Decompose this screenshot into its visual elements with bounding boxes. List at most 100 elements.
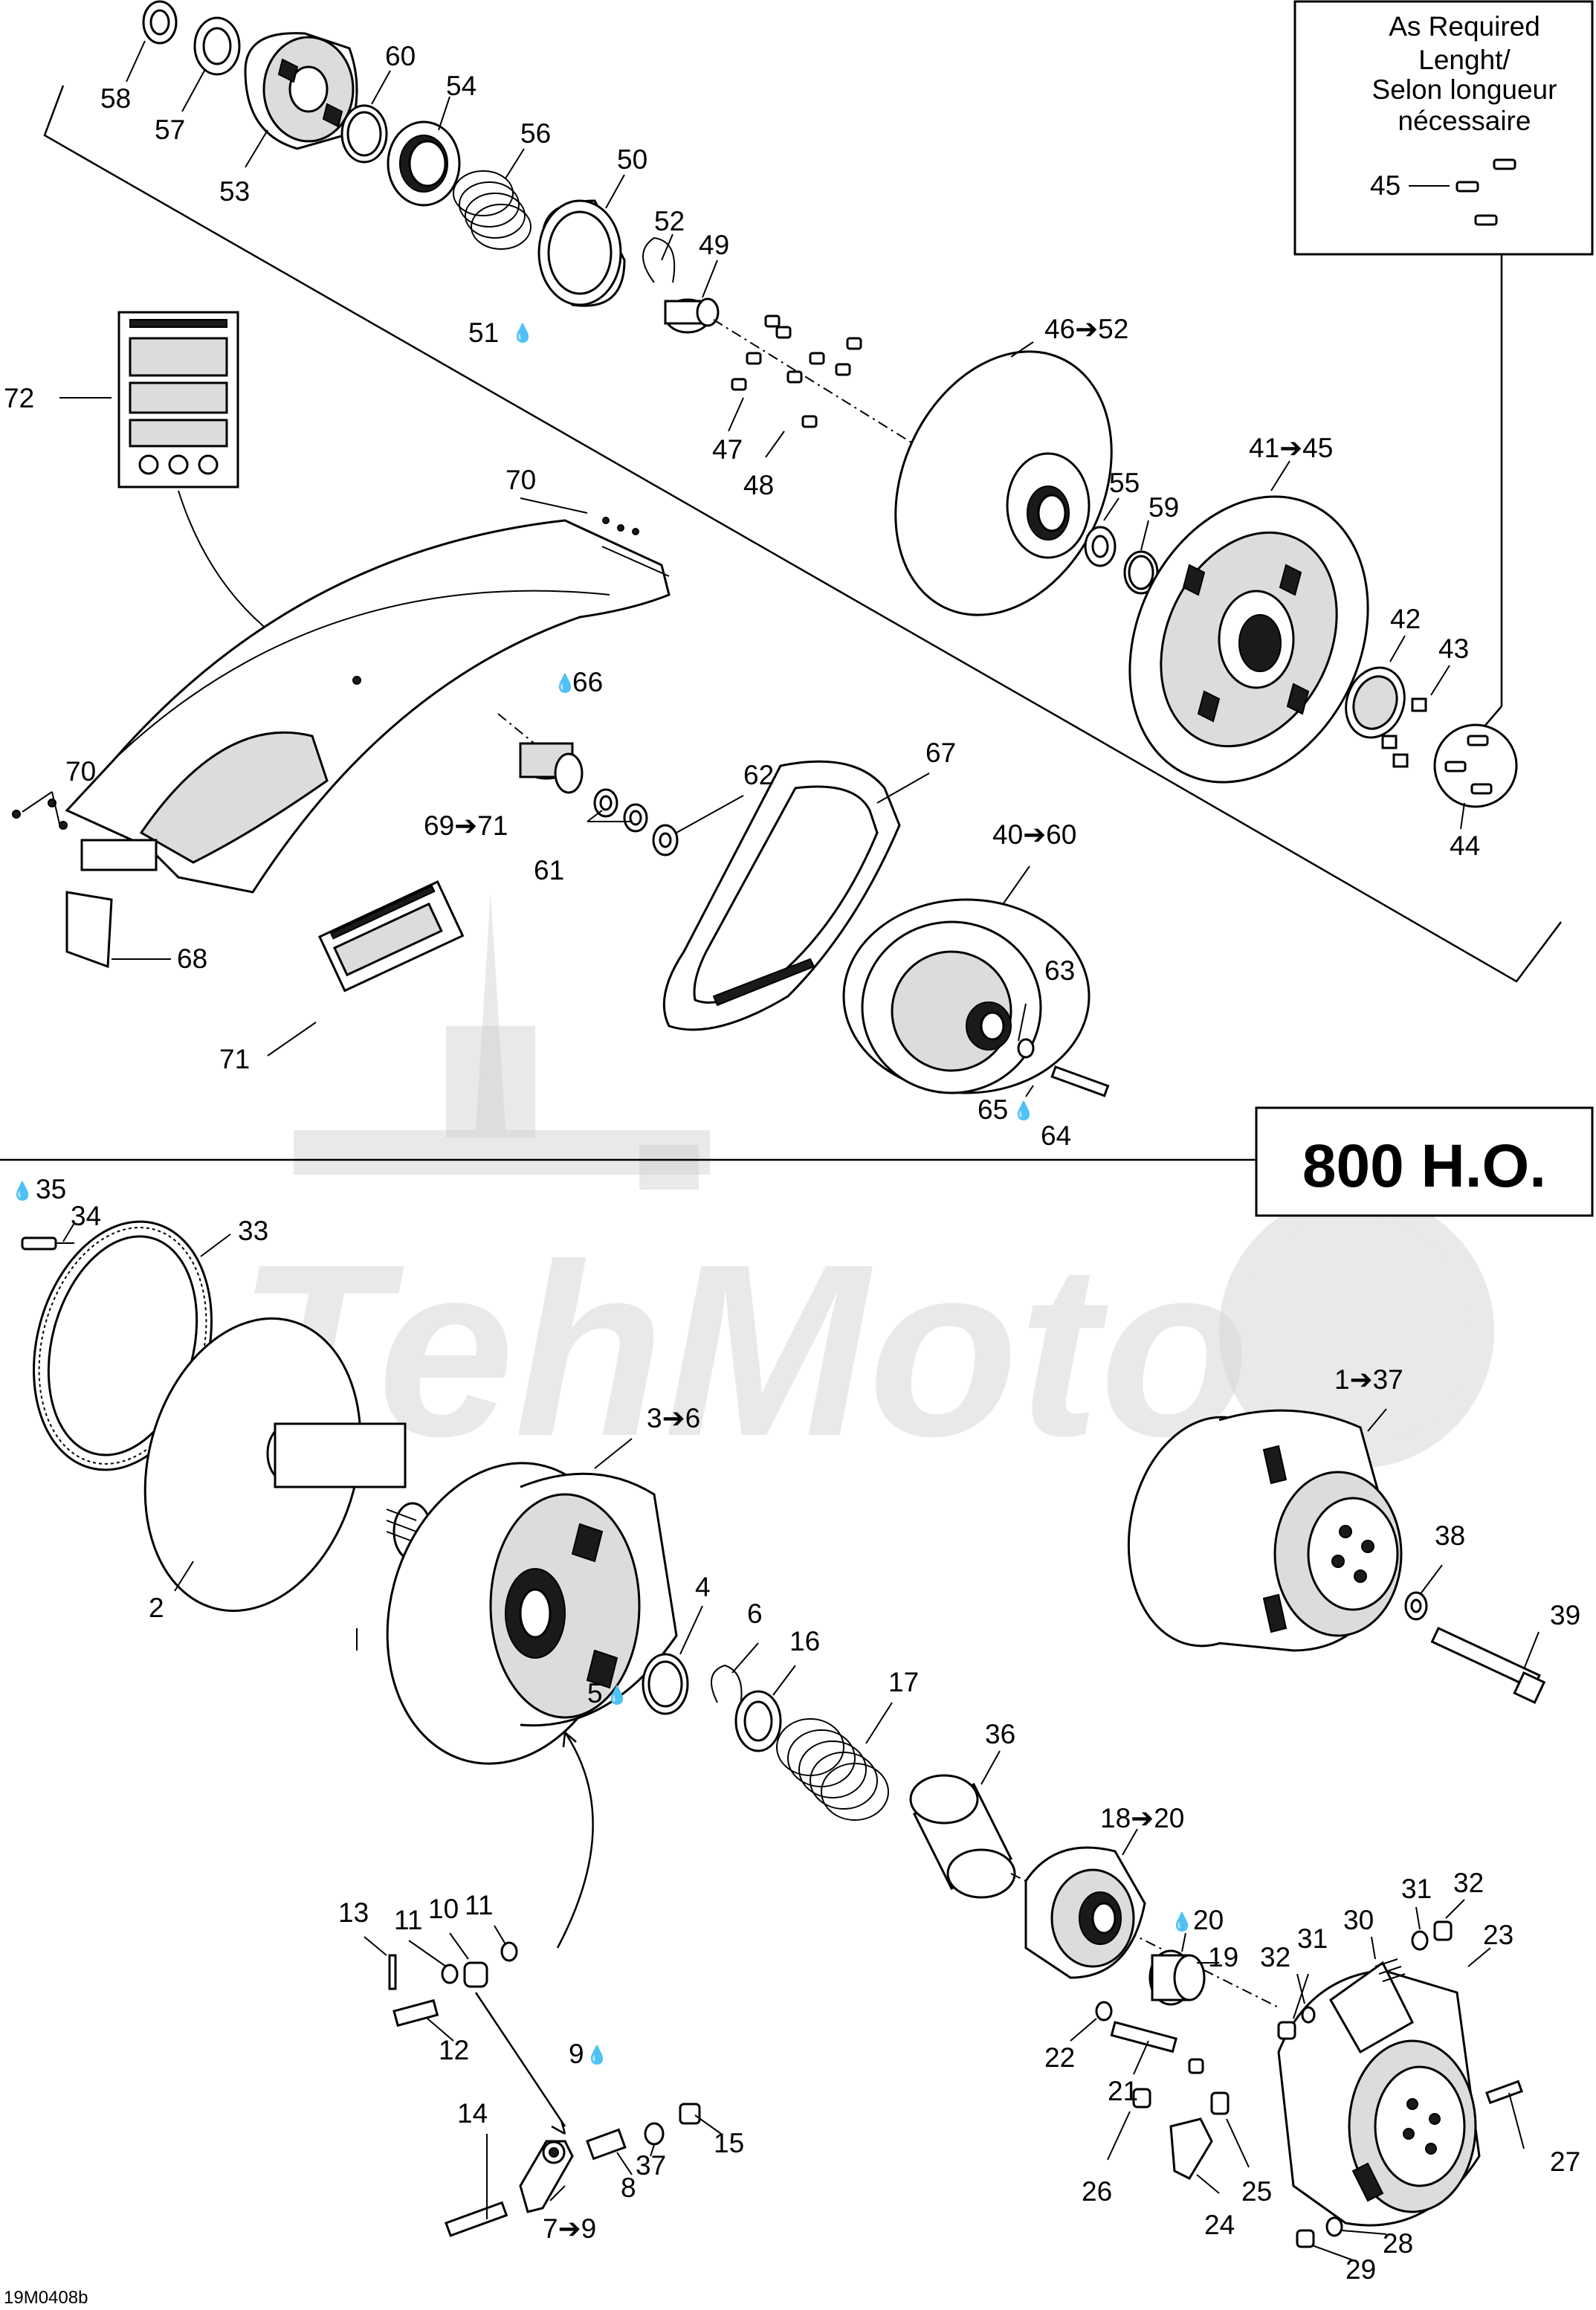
callout-18-20: 18➔20 <box>1100 1803 1184 1833</box>
bolt-14 <box>445 2201 508 2237</box>
callout-14: 14 <box>457 2098 488 2129</box>
callout-16: 16 <box>789 1626 820 1656</box>
callout-61: 61 <box>534 855 564 885</box>
leader-lines <box>22 40 1540 2261</box>
spring-30 <box>1374 1958 1406 1982</box>
callout-20: 20 <box>1193 1905 1224 1935</box>
callout-11-a: 11 <box>394 1905 422 1935</box>
screw-icons-45 <box>1456 158 1516 226</box>
movable-sheave-41 <box>1128 495 1369 784</box>
callout-69-71: 69➔71 <box>424 810 508 841</box>
sleeve-50 <box>537 199 626 307</box>
lower-drive-pulley-parts <box>21 1220 1546 2248</box>
callout-36: 36 <box>985 1719 1015 1749</box>
oil-drop-icon-5: 💧 <box>606 1685 628 1706</box>
washer-22 <box>1095 2001 1113 2022</box>
circlip-52 <box>642 236 676 283</box>
callout-72: 72 <box>4 383 34 413</box>
drive-pulley-1 <box>1127 1409 1403 1652</box>
callout-70-left: 70 <box>65 756 96 787</box>
callout-3-6: 3➔6 <box>647 1403 700 1433</box>
washer-11b <box>500 1941 518 1962</box>
screws-47-48 <box>731 314 862 428</box>
note-line-3: Selon longueur <box>1372 74 1557 105</box>
callout-70-top: 70 <box>505 465 536 495</box>
callout-8: 8 <box>621 2172 636 2203</box>
callout-31-left: 31 <box>1297 1923 1328 1954</box>
circlip-6 <box>711 1664 743 1711</box>
oil-drop-icon-35: 💧 <box>11 1181 33 1201</box>
pin-21 <box>1110 2021 1177 2053</box>
callout-43: 43 <box>1438 633 1469 664</box>
washer-11a <box>441 1964 459 1984</box>
callout-10: 10 <box>428 1894 459 1924</box>
note-line-4: nécessaire <box>1398 106 1531 136</box>
callout-31-right: 31 <box>1401 1874 1432 1904</box>
nut-32b <box>1277 2021 1296 2040</box>
callout-44: 44 <box>1450 830 1480 861</box>
callout-66: 66 <box>572 667 603 697</box>
roller-10 <box>463 1961 488 1988</box>
callout-28: 28 <box>1383 2228 1413 2259</box>
washer-37 <box>644 2122 665 2146</box>
callout-23: 23 <box>1483 1920 1513 1950</box>
fixed-sheave-2 <box>143 1317 433 1613</box>
callout-labels: 58 57 53 60 54 56 50 52 49 51 💧 45 46➔52… <box>4 41 1580 2285</box>
note-line-1: As Required <box>1389 11 1540 42</box>
callout-35: 35 <box>36 1174 66 1204</box>
callout-59: 59 <box>1148 492 1179 523</box>
callout-24: 24 <box>1204 2210 1235 2240</box>
callout-2: 2 <box>149 1593 164 1623</box>
callout-42: 42 <box>1390 604 1421 634</box>
callout-25: 25 <box>1241 2176 1272 2207</box>
washer-31b <box>1301 2006 1316 2024</box>
oil-drop-icon-65: 💧 <box>1012 1100 1035 1121</box>
callout-9: 9 <box>569 2039 584 2069</box>
callout-57: 57 <box>155 114 185 145</box>
spring-17 <box>776 1718 889 1821</box>
sleeve-36 <box>909 1774 1016 1899</box>
callout-30: 30 <box>1343 1905 1374 1935</box>
callout-34: 34 <box>71 1201 101 1231</box>
callout-49: 49 <box>699 230 729 260</box>
oil-drop-icon-20: 💧 <box>1171 1911 1193 1932</box>
callout-68: 68 <box>177 943 207 974</box>
callout-51: 51 <box>468 317 499 348</box>
callout-48: 48 <box>743 470 774 500</box>
callout-47: 47 <box>712 434 743 465</box>
callout-21: 21 <box>1108 2076 1138 2106</box>
model-badge-text: 800 H.O. <box>1302 1132 1546 1200</box>
callout-53: 53 <box>219 176 250 207</box>
screw-group-44 <box>1433 723 1518 808</box>
note-line-2: Lenght/ <box>1418 45 1511 75</box>
callout-67: 67 <box>925 738 956 768</box>
bracket-24 <box>1169 2117 1213 2180</box>
callout-38: 38 <box>1435 1520 1465 1551</box>
nut-32a <box>1433 1920 1453 1941</box>
sheave-46 <box>894 350 1113 616</box>
callout-45: 45 <box>1370 170 1400 201</box>
callout-11-b: 11 <box>465 1890 493 1920</box>
governor-cup-23 <box>1277 1961 1481 2227</box>
callout-26: 26 <box>1082 2176 1112 2207</box>
callout-32-left: 32 <box>1260 1942 1290 1972</box>
callout-5: 5 <box>587 1678 603 1709</box>
callout-15: 15 <box>714 2128 744 2158</box>
decal-71 <box>267 880 465 1056</box>
as-required-note-box: As Required Lenght/ Selon longueur néces… <box>1293 0 1594 733</box>
bolt-66 <box>497 713 584 794</box>
callout-55: 55 <box>1109 468 1140 498</box>
oil-drop-icon-51: 💧 <box>511 323 534 343</box>
belt-guard-69 <box>12 517 671 969</box>
oil-drop-icon-66: 💧 <box>554 673 576 694</box>
screw-25 <box>1210 2091 1230 2115</box>
callout-19: 19 <box>1208 1942 1238 1972</box>
callout-71: 71 <box>219 1044 250 1074</box>
bushing-49 <box>664 297 720 334</box>
callout-4: 4 <box>695 1572 711 1602</box>
callout-46-52: 46➔52 <box>1044 314 1128 344</box>
figure-code: 19M0408b <box>4 2288 88 2308</box>
callout-1-37: 1➔37 <box>1334 1364 1403 1395</box>
screw-26 <box>1132 2088 1151 2109</box>
callout-40-60: 40➔60 <box>992 819 1076 850</box>
